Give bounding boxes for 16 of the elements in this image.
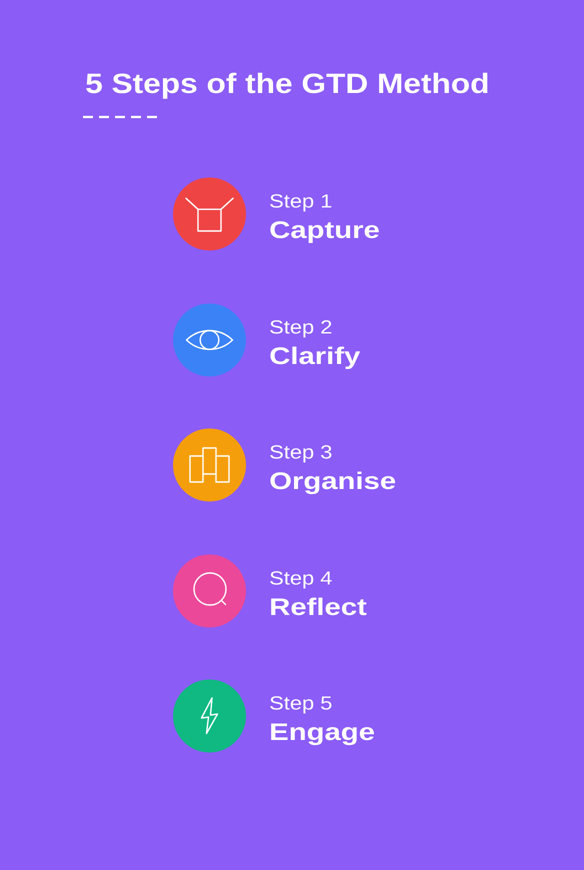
step-circle xyxy=(173,428,246,502)
step-name: Organise xyxy=(270,472,396,494)
step-number: Step 4 xyxy=(270,571,332,588)
step-circle xyxy=(173,178,246,250)
title: 5 Steps of the GTD Method xyxy=(86,72,488,99)
step-name: Capture xyxy=(270,221,379,243)
step-circle xyxy=(173,680,246,752)
step-number: Step 5 xyxy=(270,696,332,714)
step-name: Reflect xyxy=(271,598,366,616)
step-number: Step 1 xyxy=(270,194,332,212)
step-circle xyxy=(173,554,246,628)
step-name: Clarify xyxy=(270,346,360,369)
step-number: Step 3 xyxy=(270,445,332,462)
step-number: Step 2 xyxy=(270,320,332,338)
step-name: Engage xyxy=(271,724,374,746)
step-circle xyxy=(173,304,246,376)
